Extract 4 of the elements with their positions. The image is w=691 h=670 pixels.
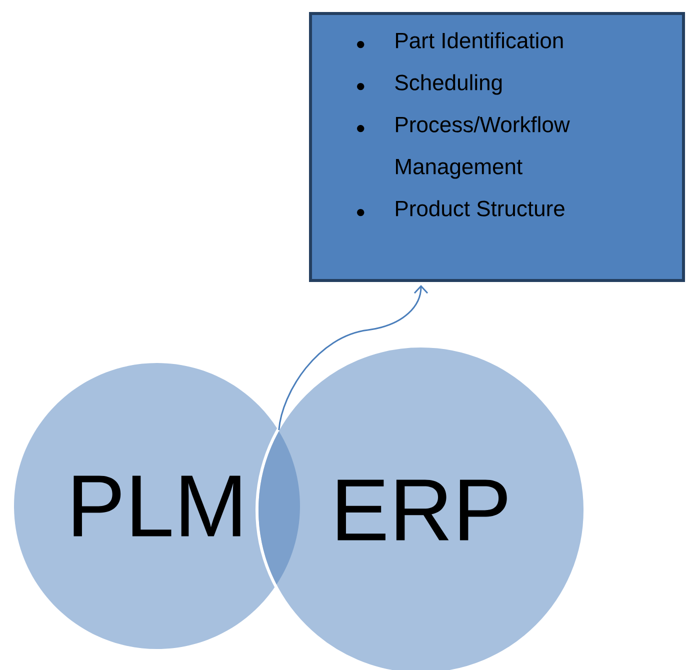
overlap-region: [258, 431, 300, 584]
node-label: ERP: [338, 480, 507, 540]
arrow: [278, 285, 428, 430]
list-box: Part Identification Scheduling Process/Workflow Management Product Structure: [309, 12, 685, 282]
